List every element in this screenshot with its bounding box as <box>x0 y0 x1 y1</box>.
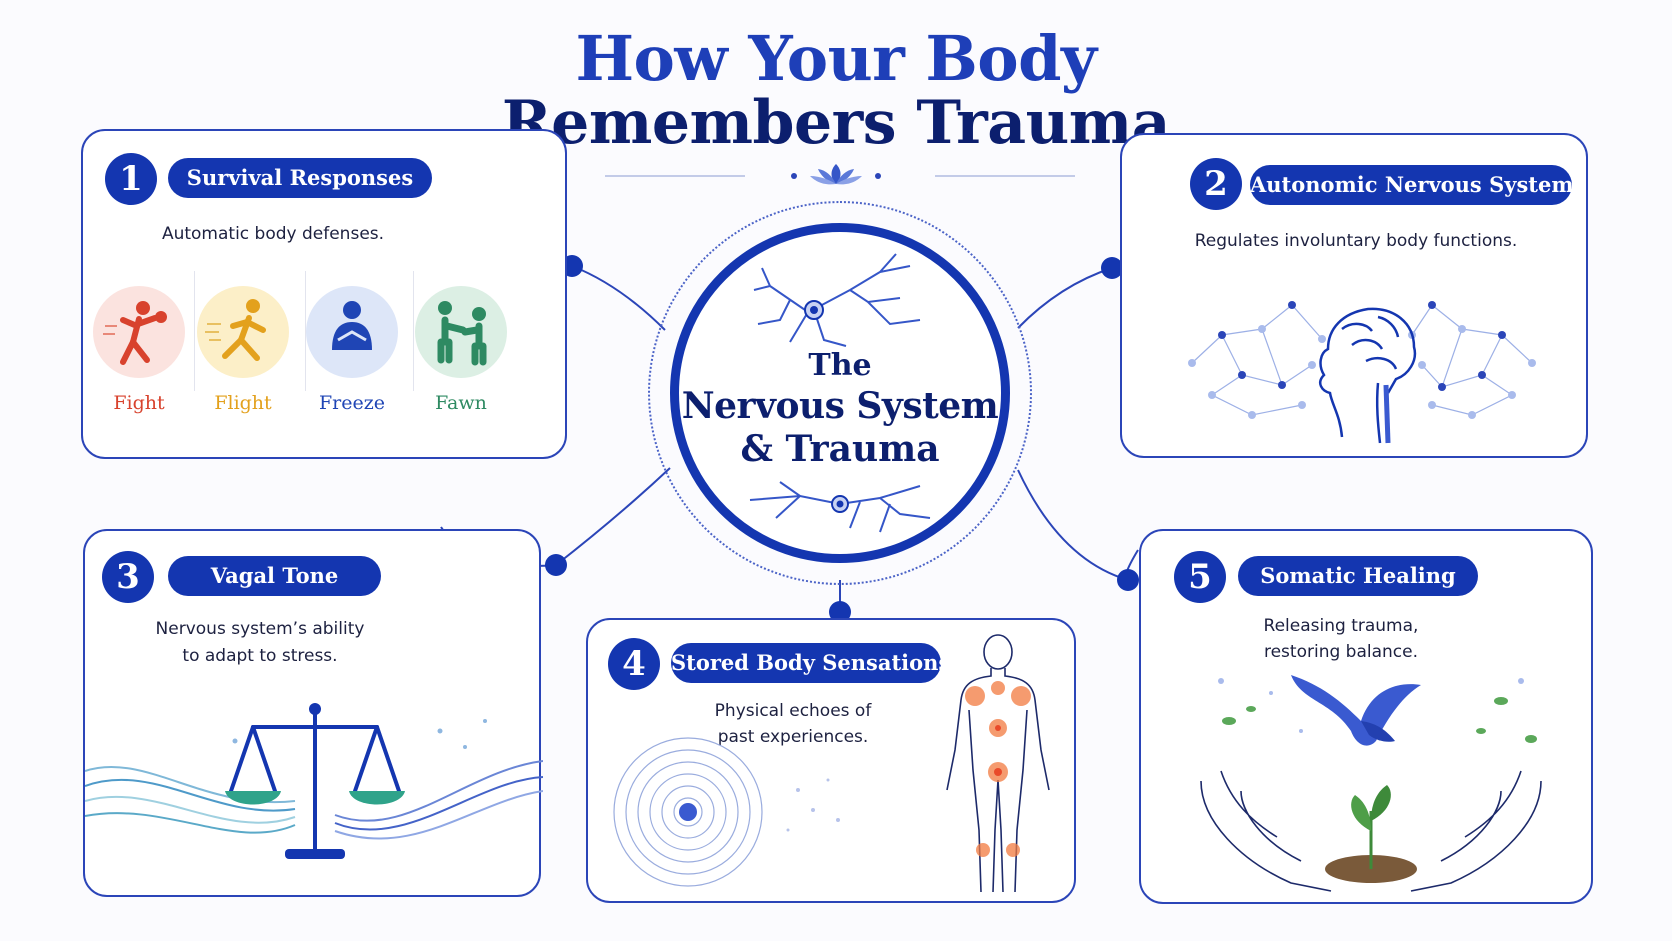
card-description-1: Automatic body defenses. <box>161 224 385 244</box>
card-title-vagal-tone: Vagal Tone <box>168 556 381 596</box>
title-divider-right <box>935 175 1075 177</box>
page-title-line2: Remembers Trauma <box>501 88 1171 158</box>
card-description-5-line1: Releasing trauma, <box>1263 616 1419 636</box>
card-title-stored-body-sensations: Stored Body Sensations <box>671 643 950 683</box>
response-freeze: Freeze <box>302 286 402 414</box>
center-title-line2: Nervous System <box>681 385 999 427</box>
card-description-5-line2: restoring balance. <box>1263 642 1418 662</box>
card-number-3: 3 <box>102 551 154 603</box>
card-number-1: 1 <box>105 153 157 205</box>
card-title-autonomic-nervous-system: Autonomic Nervous System <box>1250 165 1574 205</box>
card-autonomic-nervous-system: 2 Autonomic Nervous System Regulates inv… <box>1120 133 1588 458</box>
title-divider-left <box>605 175 745 177</box>
neuron-bottom-icon <box>749 481 931 533</box>
response-label-fawn: Fawn <box>435 392 487 414</box>
body-sensation-icon <box>946 634 1050 893</box>
card-number-2: 2 <box>1190 158 1242 210</box>
lotus-icon <box>791 164 881 185</box>
two-figures-icon <box>437 301 487 366</box>
hands-sprout-bird-icon <box>1200 675 1542 892</box>
response-fawn: Fawn <box>411 286 511 414</box>
neuron-top-icon <box>753 253 921 347</box>
balance-scale-icon <box>85 703 543 859</box>
card-stored-body-sensations: 4 Stored Body Sensations Physical echoes… <box>586 618 1076 903</box>
response-separator <box>194 271 195 391</box>
card-description-4-line1: Physical echoes of <box>714 701 872 721</box>
running-figure-icon <box>205 299 266 361</box>
center-title-line1: The <box>808 348 872 383</box>
center-hub-ring <box>648 201 1032 585</box>
card-description-3-line1: Nervous system’s ability <box>155 619 365 639</box>
response-label-fight: Fight <box>113 392 165 414</box>
connector-node-5 <box>1117 569 1139 591</box>
page-title-line1: How Your Body <box>575 22 1097 95</box>
connector-node-3 <box>545 554 567 576</box>
card-description-4-line2: past experiences. <box>717 727 869 747</box>
card-title-somatic-healing: Somatic Healing <box>1238 556 1478 596</box>
response-flight: Flight <box>193 286 293 414</box>
response-separator <box>305 271 306 391</box>
card-number-5: 5 <box>1174 551 1226 603</box>
response-label-flight: Flight <box>214 392 272 414</box>
response-label-freeze: Freeze <box>318 392 385 414</box>
card-description-3-line2: to adapt to stress. <box>182 646 338 666</box>
card-vagal-tone: 3 Vagal Tone Nervous system’s ability to… <box>83 529 543 897</box>
fight-figure-icon <box>103 301 167 365</box>
response-separator <box>413 271 414 391</box>
card-number-4: 4 <box>608 638 660 690</box>
response-fight: Fight <box>89 286 189 414</box>
frozen-figure-icon <box>332 301 372 350</box>
card-somatic-healing: 5 Somatic Healing Releasing trauma, rest… <box>1139 529 1593 904</box>
card-title-survival-responses: Survival Responses <box>168 158 432 198</box>
ripple-icon <box>613 737 840 887</box>
brain-network-icon <box>1188 301 1536 444</box>
center-title-line3: & Trauma <box>740 428 940 470</box>
card-description-2: Regulates involuntary body functions. <box>1194 231 1518 251</box>
card-survival-responses: 1 Survival Responses Automatic body defe… <box>81 129 567 459</box>
